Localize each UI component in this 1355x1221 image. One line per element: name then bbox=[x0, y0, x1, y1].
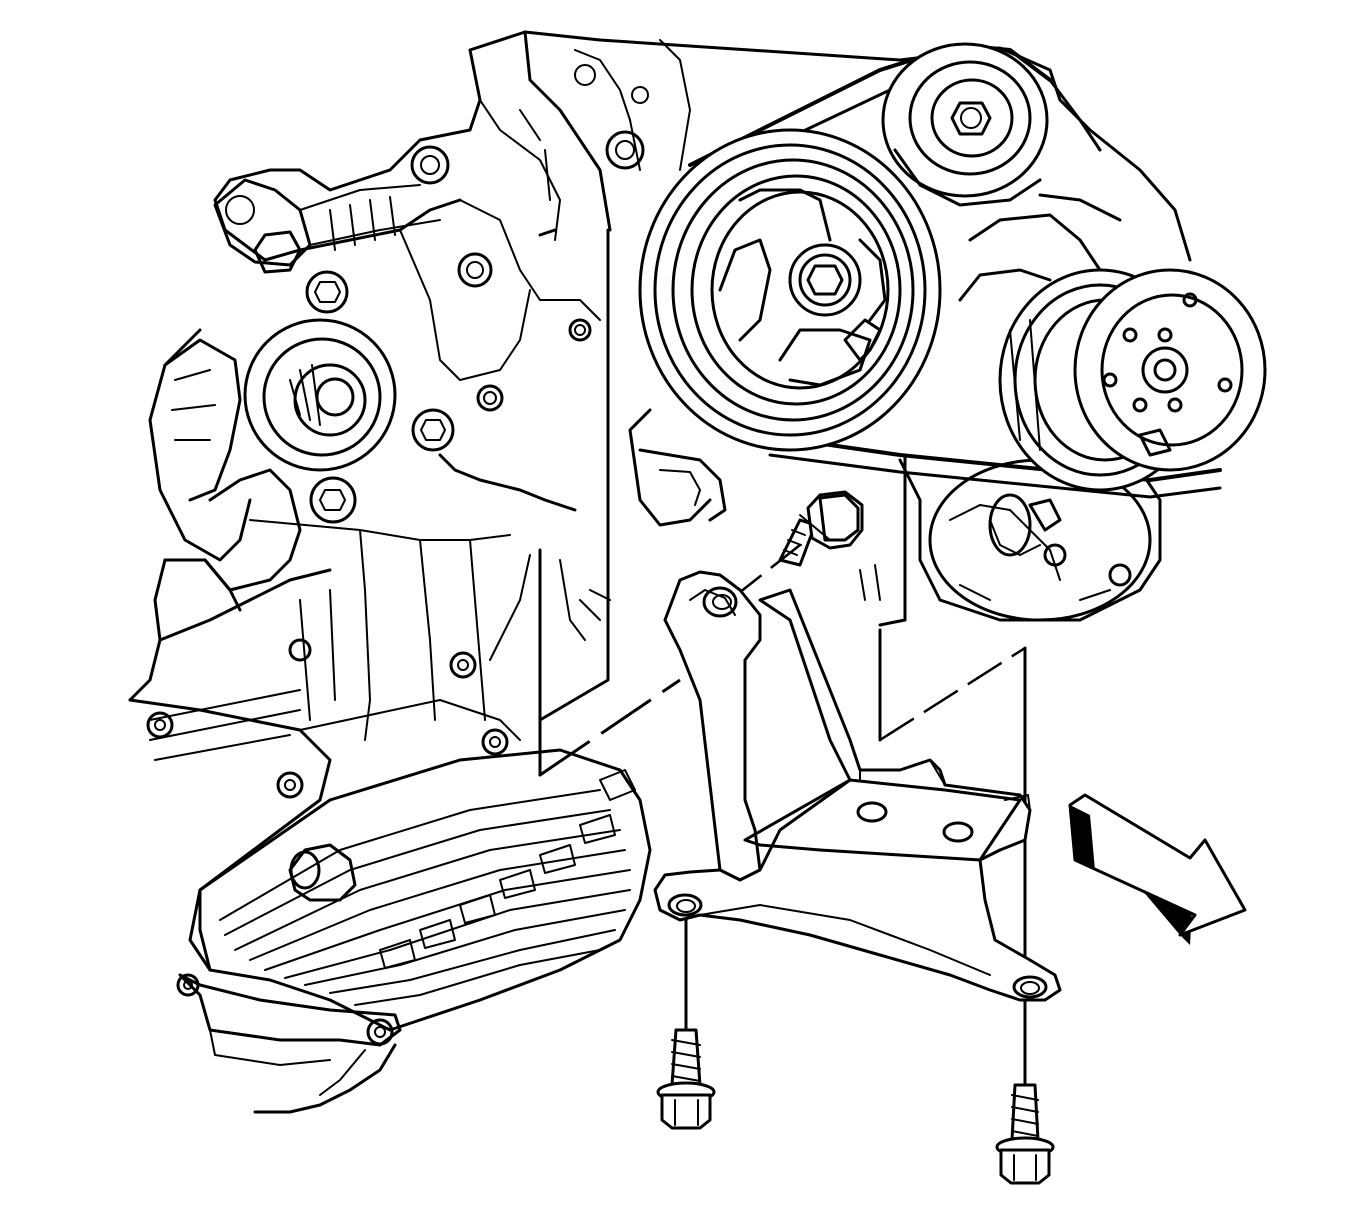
engine-block bbox=[128, 30, 1192, 972]
direction-arrow bbox=[1068, 793, 1247, 945]
engine-bolt bbox=[411, 408, 455, 452]
mounting-bracket bbox=[653, 570, 1062, 1002]
engine-block-lower-front bbox=[628, 408, 907, 627]
idler-pulley bbox=[881, 42, 1049, 207]
engine-bolt bbox=[568, 318, 592, 342]
engine-bolt bbox=[309, 476, 357, 524]
oil-pan bbox=[176, 748, 652, 1114]
engine-bolt bbox=[457, 252, 493, 288]
crankshaft-pulley bbox=[638, 128, 942, 452]
bracket-bolt-bottom-right bbox=[995, 1083, 1055, 1185]
engine-bolt bbox=[476, 384, 504, 412]
engine-bolt bbox=[605, 130, 645, 170]
engine-bolt bbox=[305, 270, 349, 314]
ac-compressor bbox=[898, 213, 1267, 622]
bracket-bolt-bottom-left bbox=[656, 1028, 716, 1130]
bracket-bolt-top bbox=[778, 490, 864, 567]
engine-bolt bbox=[410, 145, 450, 185]
